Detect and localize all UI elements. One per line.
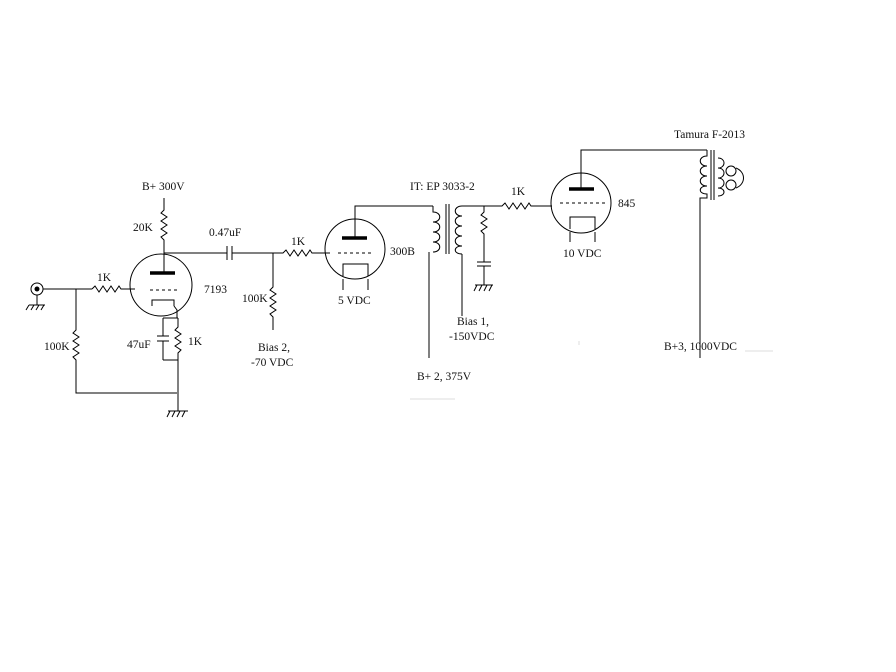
bias-2-label-line2: -70 VDC [251,357,294,369]
cathode-resistor-1k [174,318,182,360]
tube-7193 [129,253,193,317]
output-transformer-label: Tamura F-2013 [674,129,745,141]
cathode-bypass-capacitor [157,318,169,360]
plate-resistor-label: 20K [133,222,154,234]
b-plus-1-label: B+ 300V [142,181,185,193]
speaker-symbol [725,165,744,191]
output-transformer [699,150,725,358]
tube-7193-label: 7193 [204,284,227,296]
driver-grid-stopper-label: 1K [291,236,306,248]
cathode-cap-label: 47uF [127,339,151,351]
input-grid-leak-resistor [72,289,177,394]
bias-1-label-line1: Bias 1, [457,316,489,328]
coupling-capacitor [226,246,233,260]
driver-filament-label: 5 VDC [338,295,371,307]
plate-resistor-20k [160,198,168,253]
interstage-transformer [428,204,484,358]
interstage-transformer-label: IT: EP 3033-2 [410,181,475,193]
input-jack [25,282,45,311]
bias-ground-symbol [473,284,493,292]
input-grid-leak-label: 100K [44,341,70,353]
output-grid-stopper-resistor [484,202,552,210]
driver-grid-leak-label: 100K [242,293,268,305]
b-plus-3-label: B+3, 1000VDC [664,341,737,353]
ground-symbol [166,410,188,418]
coupling-cap-label: 0.47uF [209,227,241,239]
cathode-resistor-label: 1K [188,336,203,348]
b-plus-2-label: B+ 2, 375V [417,371,472,383]
output-grid-stopper-label: 1K [511,186,526,198]
input-grid-stopper-resistor [91,285,135,293]
driver-grid-stopper-resistor [273,249,330,257]
output-filament-label: 10 VDC [563,248,602,260]
bias-1-label-line2: -150VDC [449,331,495,343]
bias-2-label-line1: Bias 2, [258,342,290,354]
tube-845-label: 845 [618,198,636,210]
tube-300b-label: 300B [390,246,415,258]
driver-grid-leak-resistor [269,253,277,330]
input-grid-stopper-label: 1K [97,272,112,284]
